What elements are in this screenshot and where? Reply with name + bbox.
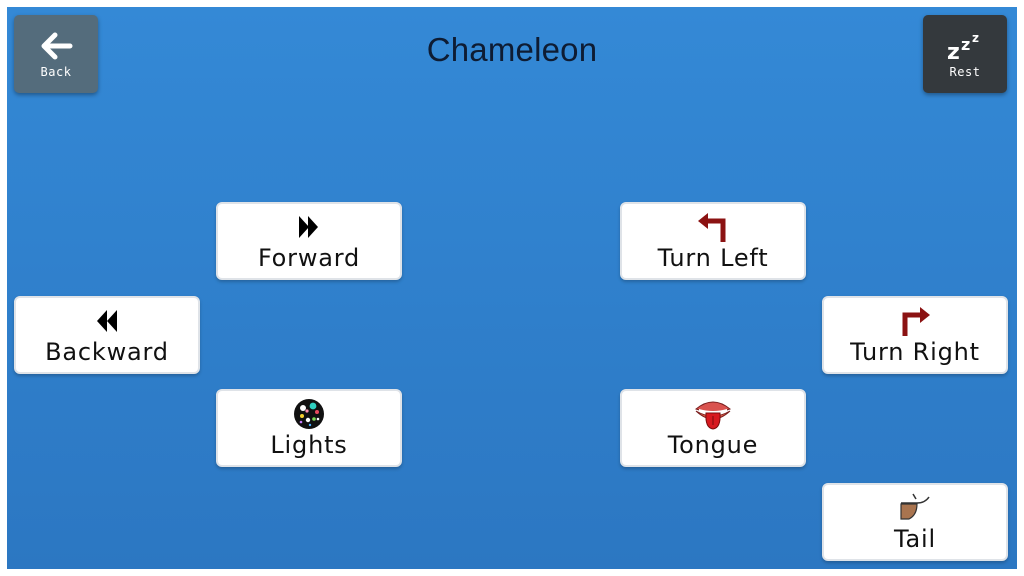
tongue-mouth-icon	[693, 397, 733, 431]
fast-forward-icon	[296, 210, 322, 244]
tail-button[interactable]: Tail	[822, 483, 1008, 561]
turn-right-label: Turn Right	[850, 338, 980, 366]
sleep-zzz-icon: z z z	[945, 29, 985, 63]
rest-button[interactable]: z z z Rest	[923, 15, 1007, 93]
backward-label: Backward	[45, 338, 169, 366]
lights-button[interactable]: Lights	[216, 389, 402, 467]
turn-left-arrow-icon	[695, 210, 731, 244]
turn-right-button[interactable]: Turn Right	[822, 296, 1008, 374]
tail-icon	[897, 491, 933, 525]
lights-icon	[292, 397, 326, 431]
page-title: Chameleon	[426, 31, 598, 68]
svg-text:z: z	[947, 40, 960, 62]
tail-label: Tail	[894, 525, 936, 553]
turn-left-button[interactable]: Turn Left	[620, 202, 806, 280]
rest-label: Rest	[949, 65, 981, 79]
lights-label: Lights	[270, 431, 348, 459]
app-screen: Chameleon Back z z z Rest Forward	[7, 7, 1017, 569]
svg-text:z: z	[961, 35, 970, 54]
backward-button[interactable]: Backward	[14, 296, 200, 374]
arrow-left-icon	[38, 29, 74, 63]
turn-left-label: Turn Left	[657, 244, 769, 272]
rewind-icon	[94, 304, 120, 338]
forward-button[interactable]: Forward	[216, 202, 402, 280]
turn-right-arrow-icon	[897, 304, 933, 338]
tongue-button[interactable]: Tongue	[620, 389, 806, 467]
tongue-label: Tongue	[667, 431, 759, 459]
svg-text:z: z	[972, 31, 979, 45]
back-button[interactable]: Back	[14, 15, 98, 93]
forward-label: Forward	[257, 244, 361, 272]
back-label: Back	[40, 65, 72, 79]
